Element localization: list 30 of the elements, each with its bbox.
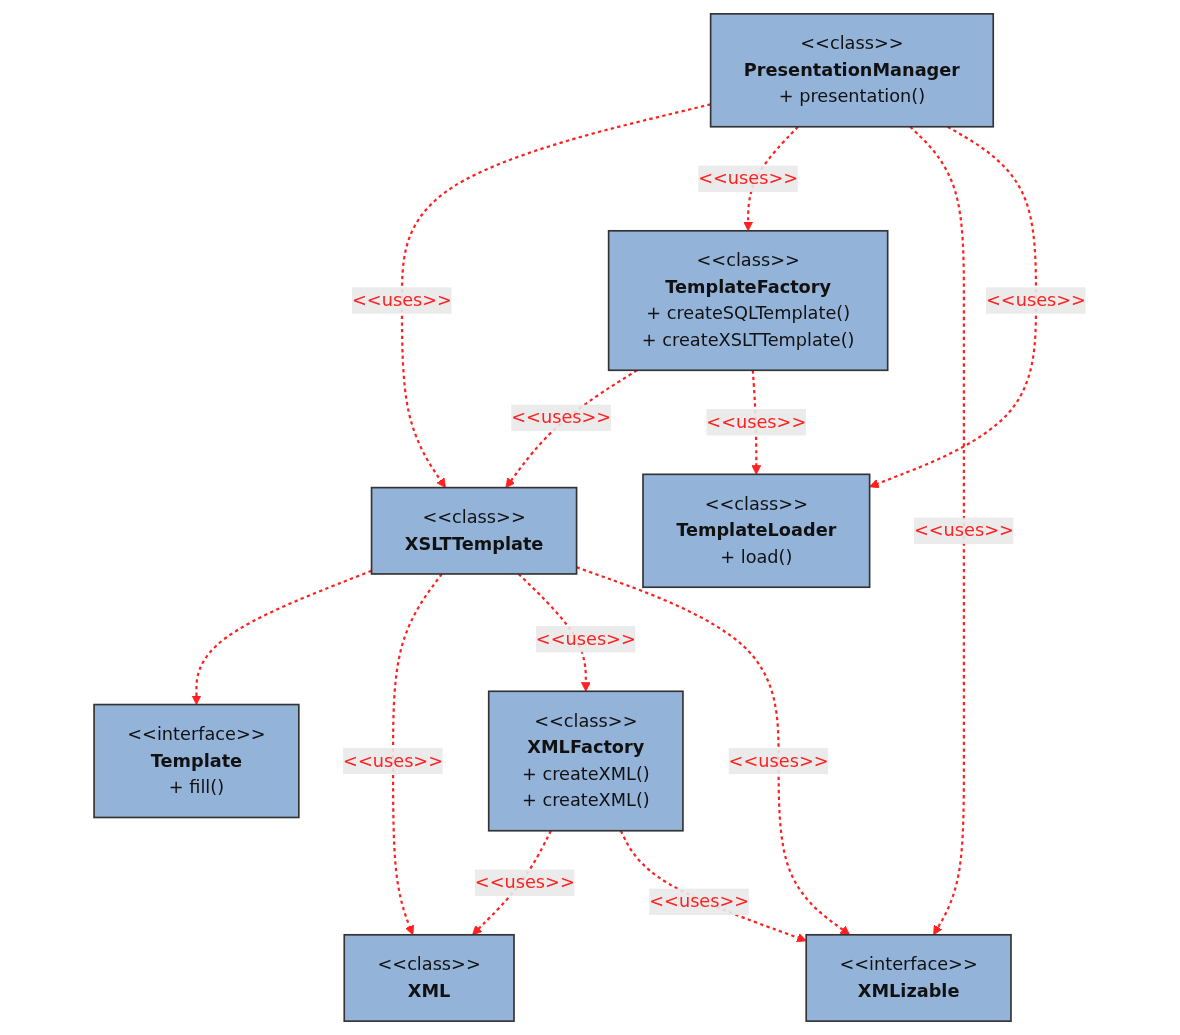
edge-label: <<uses>>	[706, 411, 807, 433]
edge-label: <<uses>>	[649, 890, 750, 912]
arrow	[869, 125, 1038, 489]
node-box: <<class>> TemplateLoader + load()	[642, 473, 871, 589]
arrow	[472, 830, 552, 936]
edge-label: <<uses>>	[343, 749, 444, 771]
arrow	[400, 103, 711, 489]
arrow	[743, 126, 799, 232]
arrow	[909, 125, 965, 936]
edge-label: <<uses>>	[535, 628, 636, 650]
arrow	[576, 566, 851, 936]
edge-label: <<uses>>	[913, 519, 1014, 541]
edge-label: <<uses>>	[728, 749, 829, 771]
arrow	[191, 569, 372, 705]
node-box: <<class>> XML	[343, 933, 515, 1022]
edge-label: <<uses>>	[986, 289, 1086, 311]
arrow	[391, 573, 443, 936]
arrow	[619, 830, 807, 943]
arrow	[505, 369, 638, 489]
edge-label: <<uses>>	[511, 406, 612, 428]
node-box: <<interface>> XMLizable	[805, 933, 1012, 1022]
node-box: <<interface>> Template + fill()	[93, 703, 300, 819]
edge-label: <<uses>>	[474, 871, 575, 893]
node-box: <<class>> XMLFactory + createXML() + createXML()	[487, 690, 684, 832]
node-box: <<class>> XSLTTemplate	[370, 486, 578, 575]
node-box: <<class>> TemplateFactory + createSQLTemplate() + createXSLTTemplate()	[607, 230, 889, 372]
edge-label: <<uses>>	[352, 289, 452, 311]
arrow	[517, 573, 591, 692]
node-box: <<class>> PresentationManager + presentation()	[709, 13, 995, 128]
edge-label: <<uses>>	[698, 167, 799, 189]
